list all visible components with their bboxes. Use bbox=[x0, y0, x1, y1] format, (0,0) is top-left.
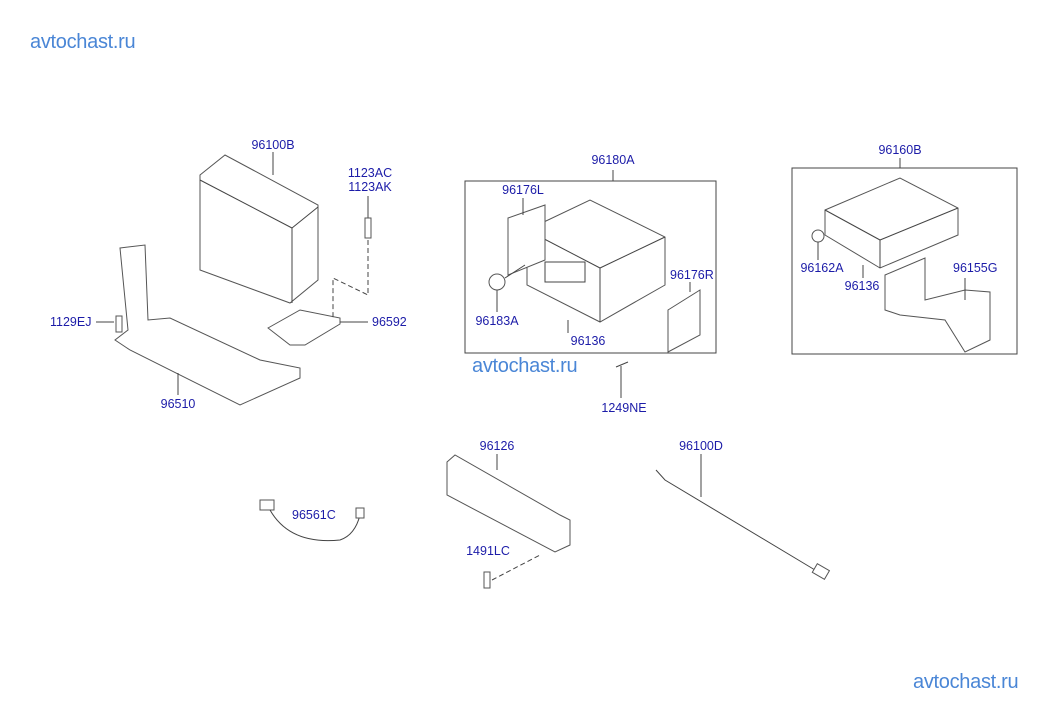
bracket-96176L-drawing bbox=[507, 204, 546, 276]
watermark-bottom: avtochast.ru bbox=[913, 671, 1019, 693]
part-label-1491LC[interactable]: 1491LC bbox=[466, 544, 510, 558]
part-label-96176L[interactable]: 96176L bbox=[502, 183, 544, 197]
bolt-1491LC-drawing bbox=[483, 571, 491, 589]
part-label-96180A[interactable]: 96180A bbox=[591, 153, 635, 167]
audio-unit-96160B-drawing bbox=[824, 177, 959, 269]
part-label-96561C[interactable]: 96561C bbox=[292, 508, 336, 522]
part-label-96136[interactable]: 96136 bbox=[570, 334, 606, 348]
bolt-1129EJ-drawing bbox=[115, 315, 123, 333]
part-label-96160B[interactable]: 96160B bbox=[878, 143, 922, 157]
part-label-96136-b[interactable]: 96136 bbox=[844, 279, 880, 293]
audio-unit-96180A-drawing bbox=[526, 199, 666, 323]
cd-changer-drawing bbox=[199, 152, 319, 304]
part-label-1123AK[interactable]: 1123AK bbox=[348, 180, 392, 194]
bracket-96176R-drawing bbox=[667, 289, 701, 353]
part-label-96155G[interactable]: 96155G bbox=[953, 261, 998, 275]
part-label-96162A[interactable]: 96162A bbox=[800, 261, 844, 275]
part-label-96592[interactable]: 96592 bbox=[372, 315, 407, 329]
part-label-96100B[interactable]: 96100B bbox=[251, 138, 295, 152]
part-label-1249NE[interactable]: 1249NE bbox=[601, 401, 647, 415]
part-label-96183A[interactable]: 96183A bbox=[475, 314, 519, 328]
bracket-96155G-drawing bbox=[884, 257, 991, 353]
part-label-96176R[interactable]: 96176R bbox=[670, 268, 714, 282]
knob-96162A-drawing bbox=[811, 229, 825, 243]
antenna-cable-96100D-drawing bbox=[655, 454, 831, 581]
part-label-1123AC[interactable]: 1123AC bbox=[347, 166, 393, 180]
bracket-96126-drawing bbox=[446, 454, 571, 553]
part-label-96510[interactable]: 96510 bbox=[160, 397, 196, 411]
part-label-96126[interactable]: 96126 bbox=[479, 439, 515, 453]
plate-96592-drawing bbox=[267, 309, 341, 346]
bolt-1123-drawing bbox=[364, 217, 372, 239]
part-label-96100D[interactable]: 96100D bbox=[679, 439, 723, 453]
knob-96183A-drawing bbox=[488, 273, 506, 291]
bracket-96510-drawing bbox=[114, 244, 301, 406]
watermark-top: avtochast.ru bbox=[30, 31, 136, 53]
part-label-1129EJ[interactable]: 1129EJ bbox=[50, 315, 92, 329]
watermark-middle: avtochast.ru bbox=[472, 355, 578, 377]
wire-harness-96561C-drawing bbox=[259, 499, 365, 542]
